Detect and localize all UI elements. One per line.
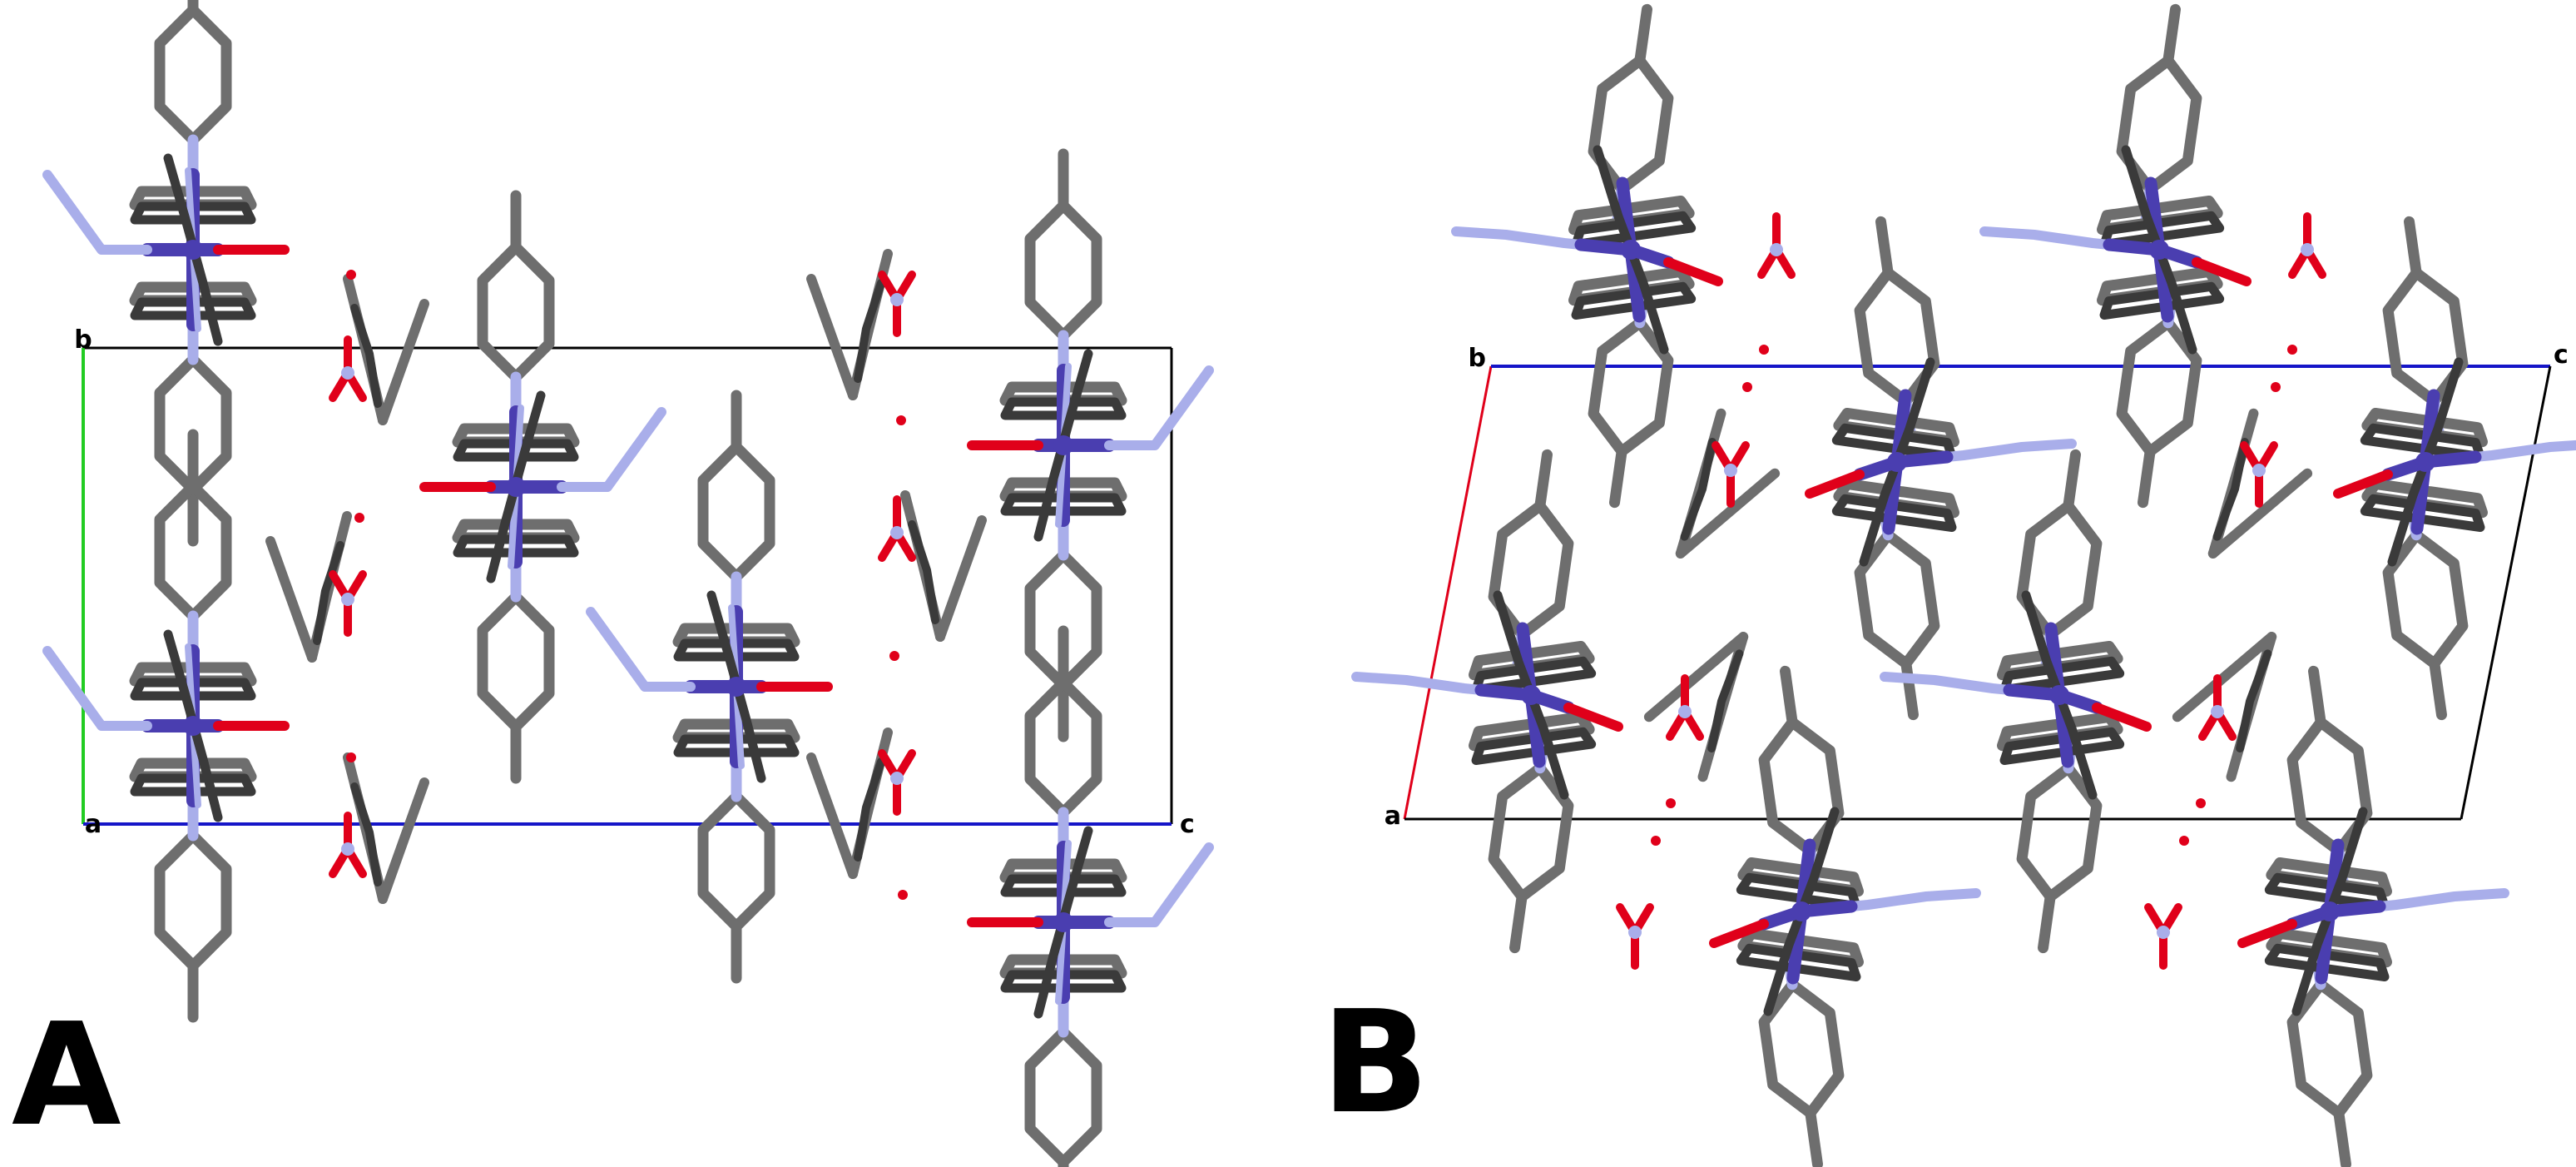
complex-b2 <box>1984 5 2247 507</box>
anion-cluster-a6 <box>811 732 888 874</box>
anion-cluster-b1 <box>1650 414 1787 574</box>
complex-a6 <box>972 631 1209 1167</box>
axis-label-b: b <box>74 325 92 355</box>
anion-cluster-b4 <box>2165 616 2302 777</box>
anion-cluster-b3 <box>1637 616 1774 777</box>
complex-a4 <box>591 395 828 978</box>
complex-b3 <box>1810 217 2072 719</box>
cell-edge-right <box>2460 365 2552 820</box>
anion-cluster-a4 <box>811 254 888 395</box>
complex-a5 <box>972 154 1209 737</box>
panel-label-a: A <box>12 993 121 1158</box>
complex-b8 <box>2242 667 2504 1167</box>
axis-label-origin: a <box>1385 802 1401 831</box>
axis-label-c: c <box>1180 810 1195 839</box>
axis-label-c: c <box>2554 340 2569 370</box>
complex-b4 <box>2338 217 2576 719</box>
complex-b7 <box>1714 667 1976 1167</box>
axis-label-b: b <box>1469 344 1486 373</box>
panel-b: b a c B <box>1321 5 2576 1167</box>
complex-b1 <box>1456 5 1718 507</box>
anion-cluster-a3 <box>348 757 424 899</box>
complex-b5 <box>1356 450 1618 952</box>
axis-label-origin: a <box>85 810 102 839</box>
complex-a3 <box>424 196 661 778</box>
panel-label-b: B <box>1321 981 1429 1145</box>
panel-a: b a c A <box>12 0 1209 1167</box>
anion-cluster-b2 <box>2182 414 2320 574</box>
anion-cluster-a5 <box>905 495 982 637</box>
water-molecules-b <box>1651 345 2297 846</box>
cell-axis-a <box>1403 365 1493 820</box>
